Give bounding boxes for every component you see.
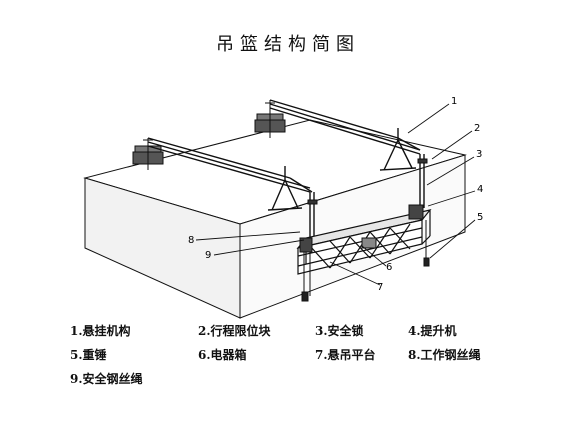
callout-8: 8 <box>188 235 194 246</box>
callout-numbers: 1 2 3 4 5 6 7 8 9 <box>188 96 483 293</box>
callout-1: 1 <box>451 96 457 107</box>
callout-5: 5 <box>477 212 483 223</box>
legend-item-7: 7.悬吊平台 <box>315 348 376 362</box>
callout-7: 7 <box>377 282 383 293</box>
page-title: 吊篮结构简图 <box>216 34 360 55</box>
travel-limit-block <box>307 158 428 205</box>
legend-item-2: 2.行程限位块 <box>198 324 271 338</box>
suspension-mechanism-right <box>269 99 425 208</box>
callout-3: 3 <box>476 149 482 160</box>
callout-4: 4 <box>477 184 483 195</box>
legend-item-4: 4.提升机 <box>408 324 457 338</box>
legend-item-8: 8.工作钢丝绳 <box>408 348 481 362</box>
callout-9: 9 <box>205 250 211 261</box>
hoist <box>299 204 424 253</box>
legend-item-9: 9.安全钢丝绳 <box>70 372 143 386</box>
heavy-hammer <box>301 257 430 302</box>
legend-item-1: 1.悬挂机构 <box>70 324 131 338</box>
callout-6: 6 <box>386 262 392 273</box>
legend-item-3: 3.安全锁 <box>315 324 364 338</box>
legend-item-5: 5.重锤 <box>70 348 107 362</box>
callout-2: 2 <box>474 123 480 134</box>
legend-item-6: 6.电器箱 <box>198 348 247 362</box>
counterweight-rear-right <box>254 100 286 138</box>
leader-lines <box>195 103 476 286</box>
electrical-box <box>361 237 377 249</box>
